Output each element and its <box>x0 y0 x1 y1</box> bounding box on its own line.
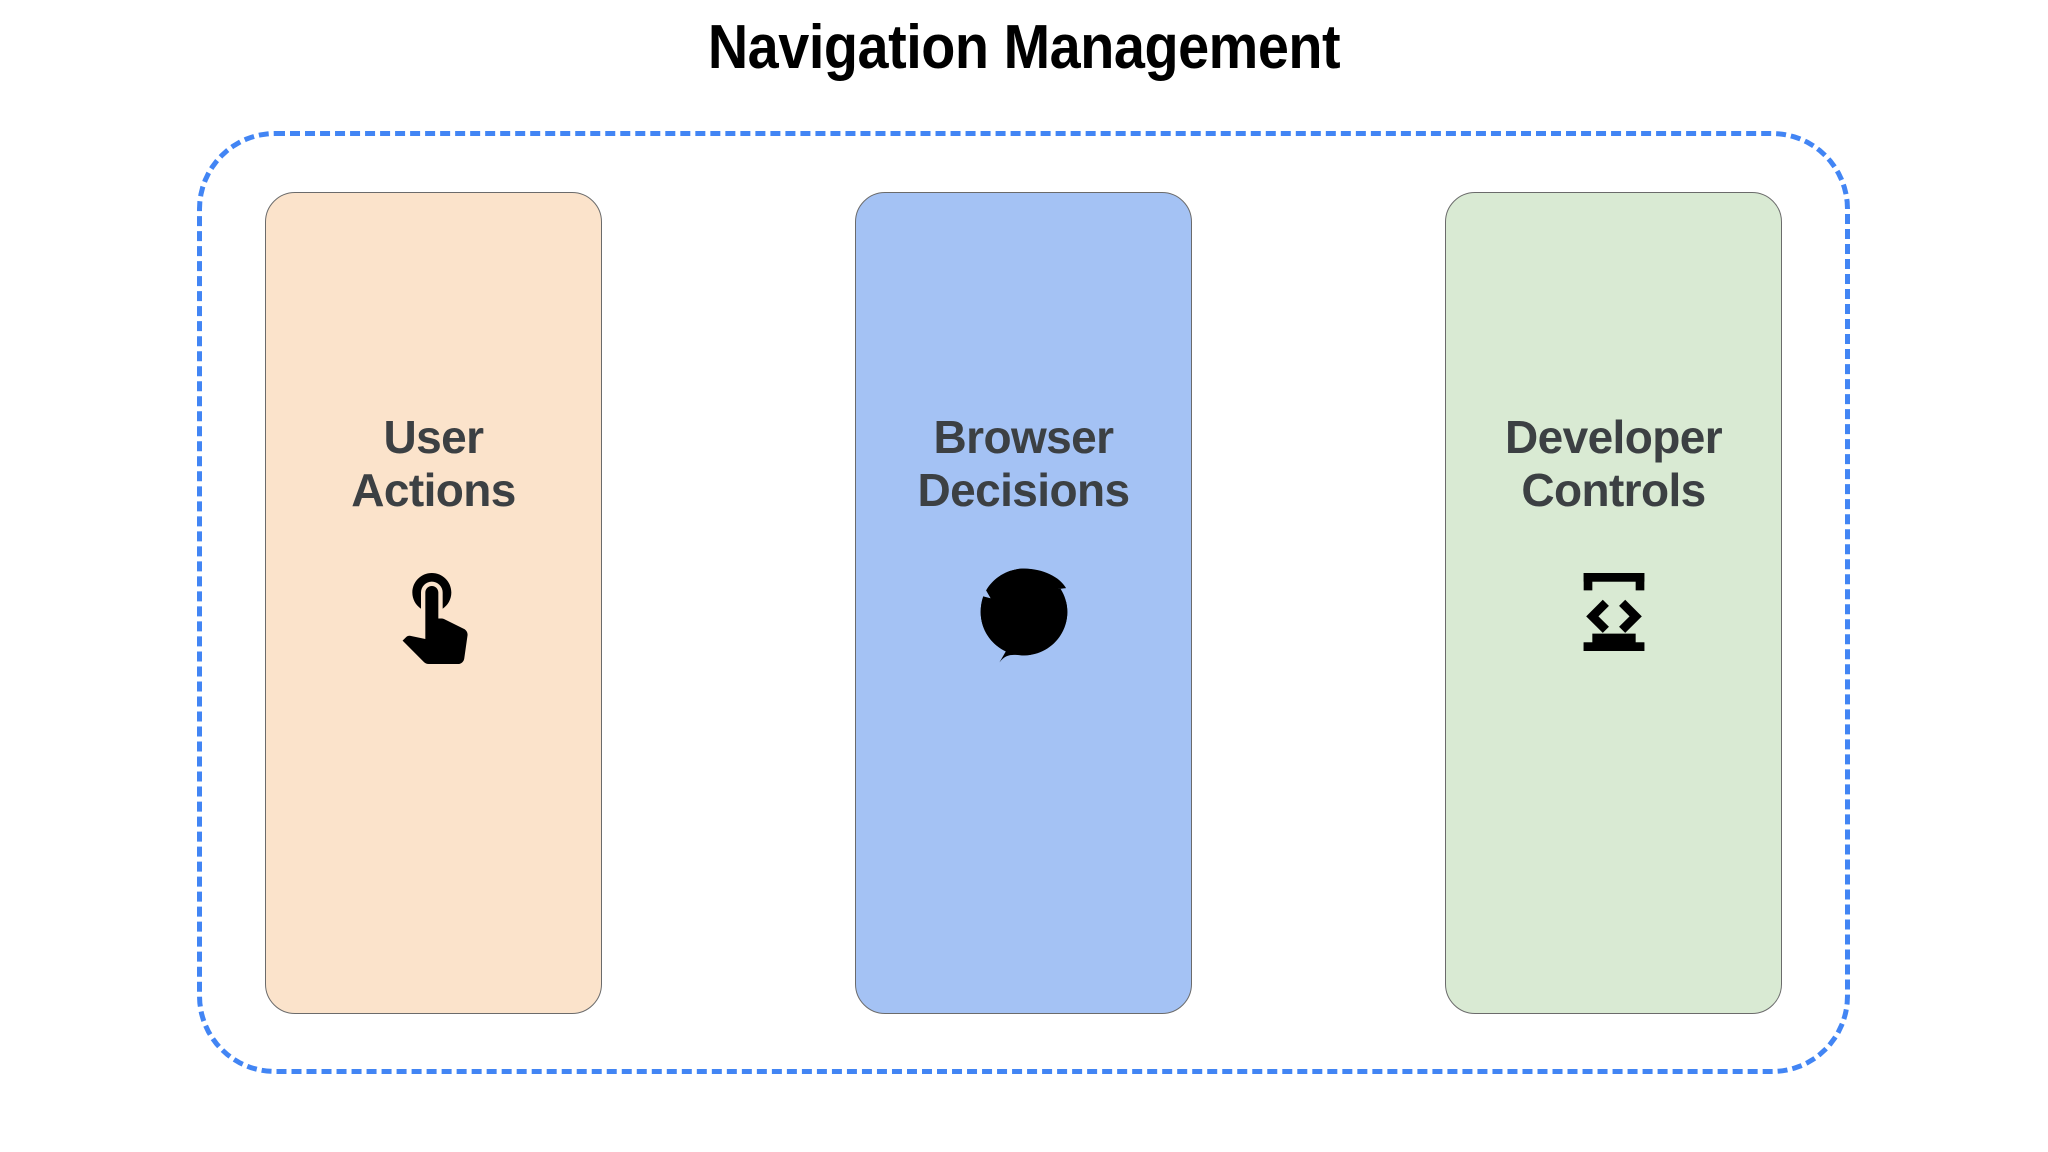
card-label-developer-controls: Developer Controls <box>1504 410 1723 517</box>
card-label-user-actions: User Actions <box>351 410 516 517</box>
card-browser-decisions[interactable]: Browser Decisions <box>855 191 1192 1014</box>
page-title: Navigation Management <box>707 13 1341 82</box>
developer-mode-icon <box>1562 560 1666 664</box>
cards-row: User Actions Browser Decisions <box>197 131 1850 1074</box>
card-label-browser-decisions: Browser Decisions <box>917 410 1131 517</box>
card-user-actions[interactable]: User Actions <box>265 191 602 1014</box>
touch-app-icon <box>382 560 486 665</box>
chrome-browser-icon <box>972 560 1076 664</box>
group-boundary-dashed <box>197 131 1850 1074</box>
card-developer-controls[interactable]: Developer Controls <box>1445 191 1782 1014</box>
